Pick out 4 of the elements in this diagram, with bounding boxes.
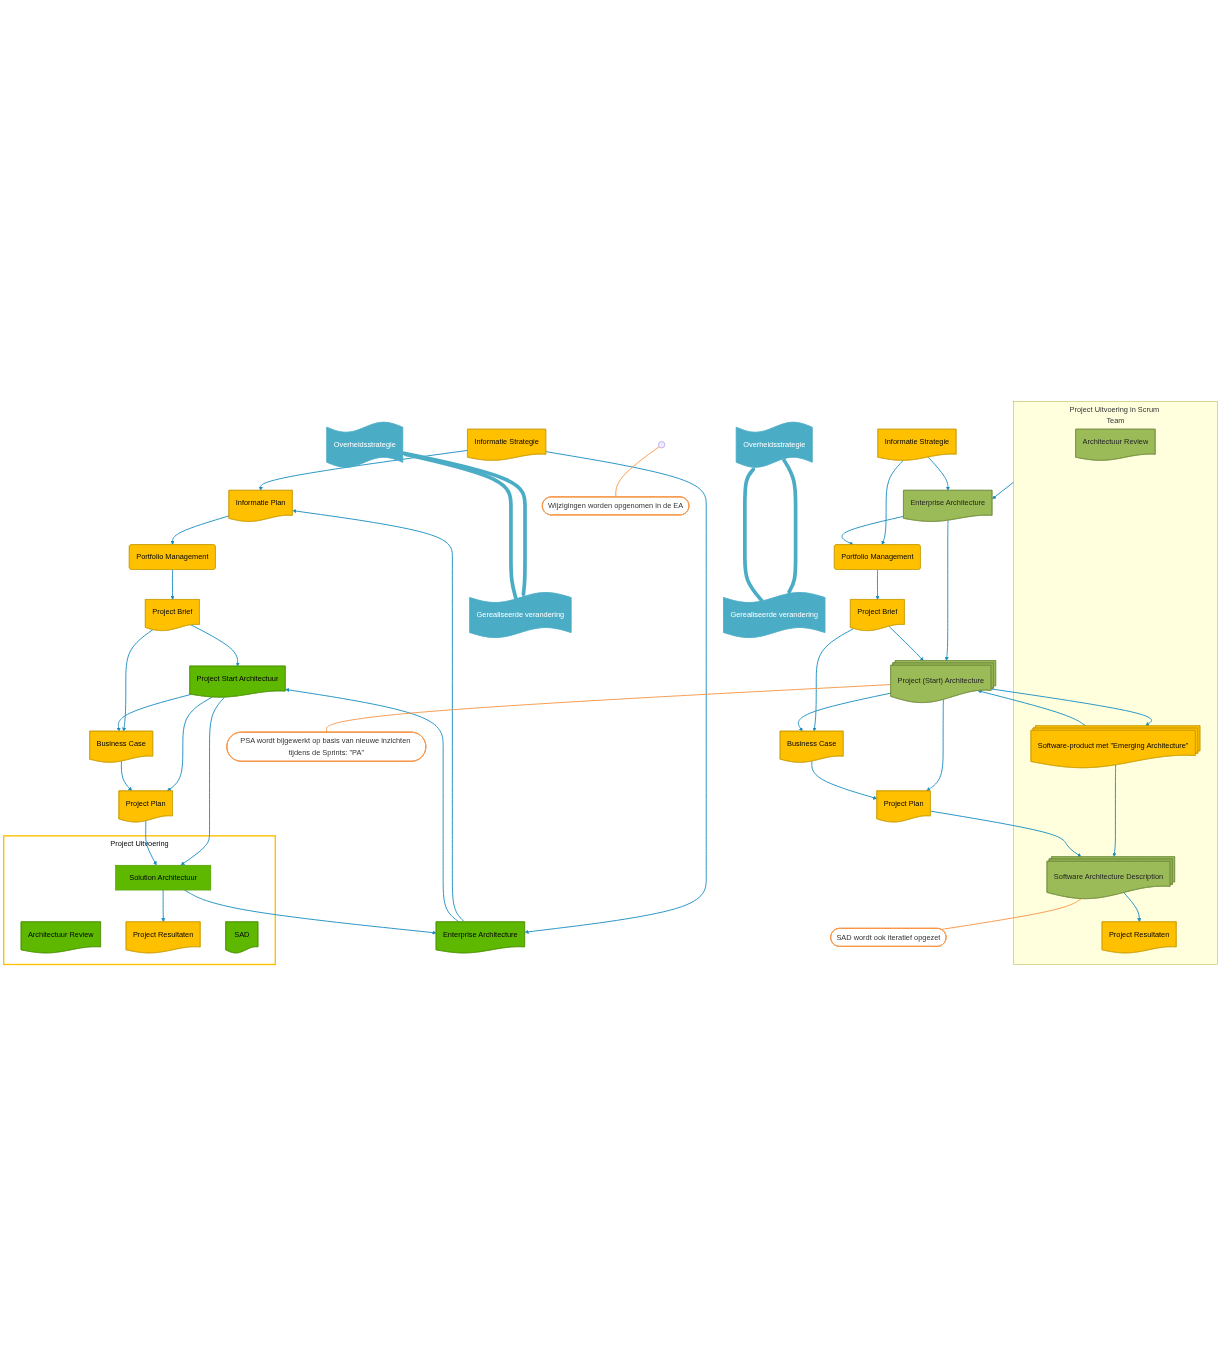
arrow — [781, 458, 798, 595]
connector — [615, 446, 660, 498]
connector — [940, 898, 1082, 930]
arrow — [743, 467, 764, 603]
